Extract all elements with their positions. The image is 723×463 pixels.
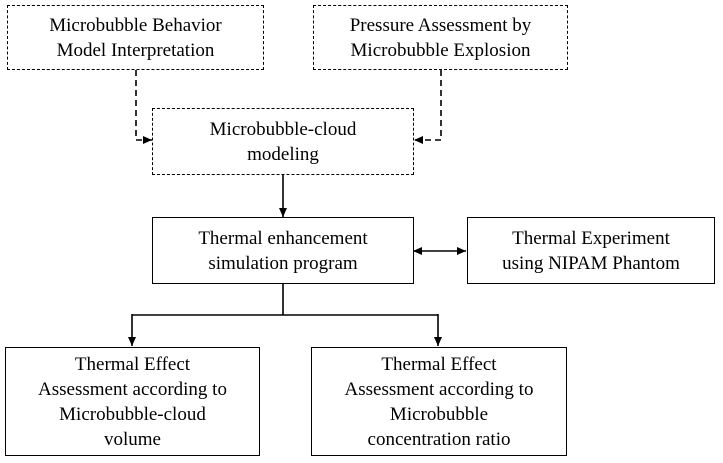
arrow-pressure-to-cloud bbox=[414, 70, 442, 144]
thermal-experiment-label: Thermal Experiment using NIPAM Phantom bbox=[502, 227, 680, 274]
cloud-modeling-label: Microbubble-cloud modeling bbox=[209, 118, 357, 165]
thermal-experiment-box: Thermal Experiment using NIPAM Phantom bbox=[467, 217, 715, 284]
pressure-assessment-label: Pressure Assessment by Microbubble Explo… bbox=[349, 14, 532, 61]
simulation-program-label: Thermal enhancement simulation program bbox=[198, 227, 368, 274]
behavior-model-label: Microbubble Behavior Model Interpretatio… bbox=[49, 14, 222, 61]
arrow-behavior-to-cloud bbox=[135, 70, 152, 144]
simulation-program-box: Thermal enhancement simulation program bbox=[152, 217, 414, 284]
arrow-simulation-to-outputs bbox=[132, 284, 438, 316]
volume-assessment-box: Thermal Effect Assessment according to M… bbox=[5, 347, 260, 456]
volume-assessment-label: Thermal Effect Assessment according to M… bbox=[38, 353, 227, 450]
concentration-assessment-label: Thermal Effect Assessment according to M… bbox=[344, 353, 534, 450]
concentration-assessment-box: Thermal Effect Assessment according to M… bbox=[311, 347, 567, 456]
behavior-model-box: Microbubble Behavior Model Interpretatio… bbox=[7, 5, 264, 70]
cloud-modeling-box: Microbubble-cloud modeling bbox=[152, 108, 414, 175]
pressure-assessment-box: Pressure Assessment by Microbubble Explo… bbox=[313, 5, 568, 70]
